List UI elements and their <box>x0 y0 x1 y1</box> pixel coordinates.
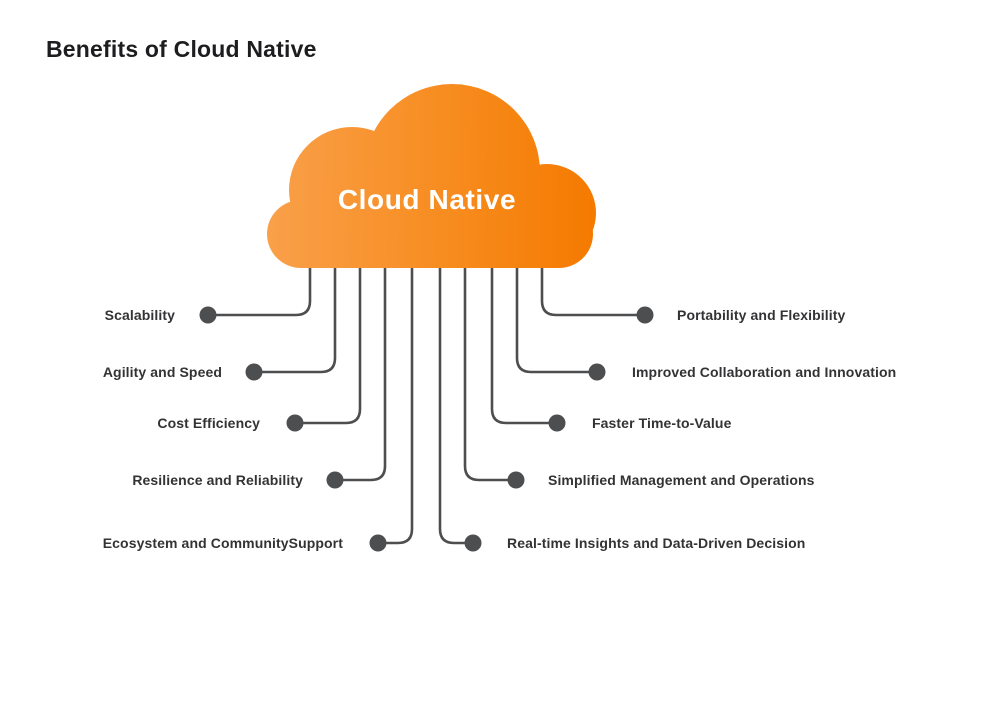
connector-dot-portability <box>636 306 654 324</box>
connector-line-collaboration <box>515 256 599 374</box>
benefit-label-agility: Agility and Speed <box>102 364 222 380</box>
connector-line-faster <box>490 256 559 425</box>
benefit-label-simplified: Simplified Management and Operations <box>548 472 815 488</box>
connector-line-scalability <box>206 256 312 317</box>
connector-line-ecosystem <box>376 256 414 545</box>
connector-dot-resilience <box>326 471 344 489</box>
connector-line-portability <box>540 256 647 317</box>
connector-line-simplified <box>463 256 518 482</box>
benefit-label-scalability: Scalability <box>104 307 175 323</box>
connector-dot-ecosystem <box>369 534 387 552</box>
connector-dot-simplified <box>507 471 525 489</box>
benefit-label-collaboration: Improved Collaboration and Innovation <box>632 364 897 380</box>
benefit-label-faster: Faster Time-to-Value <box>592 415 732 431</box>
benefit-label-realtime: Real-time Insights and Data-Driven Decis… <box>507 535 806 551</box>
connector-dot-faster <box>548 414 566 432</box>
connector-dot-realtime <box>464 534 482 552</box>
connector-line-realtime <box>438 256 475 545</box>
cloud-label: Cloud Native <box>337 184 517 215</box>
connector-dot-agility <box>245 363 263 381</box>
benefit-label-resilience: Resilience and Reliability <box>132 472 303 488</box>
connector-line-cost <box>293 256 362 425</box>
connector-line-agility <box>252 256 337 374</box>
benefit-label-cost: Cost Efficiency <box>157 415 260 431</box>
connector-dot-cost <box>286 414 304 432</box>
benefit-label-ecosystem: Ecosystem and CommunitySupport <box>102 535 343 551</box>
connector-dot-scalability <box>199 306 217 324</box>
page-title: Benefits of Cloud Native <box>46 36 317 62</box>
benefit-label-portability: Portability and Flexibility <box>677 307 846 323</box>
connector-dots <box>199 306 654 552</box>
connector-dot-collaboration <box>588 363 606 381</box>
cloud-icon <box>267 84 596 268</box>
connector-lines <box>206 256 647 545</box>
connector-line-resilience <box>333 256 387 482</box>
